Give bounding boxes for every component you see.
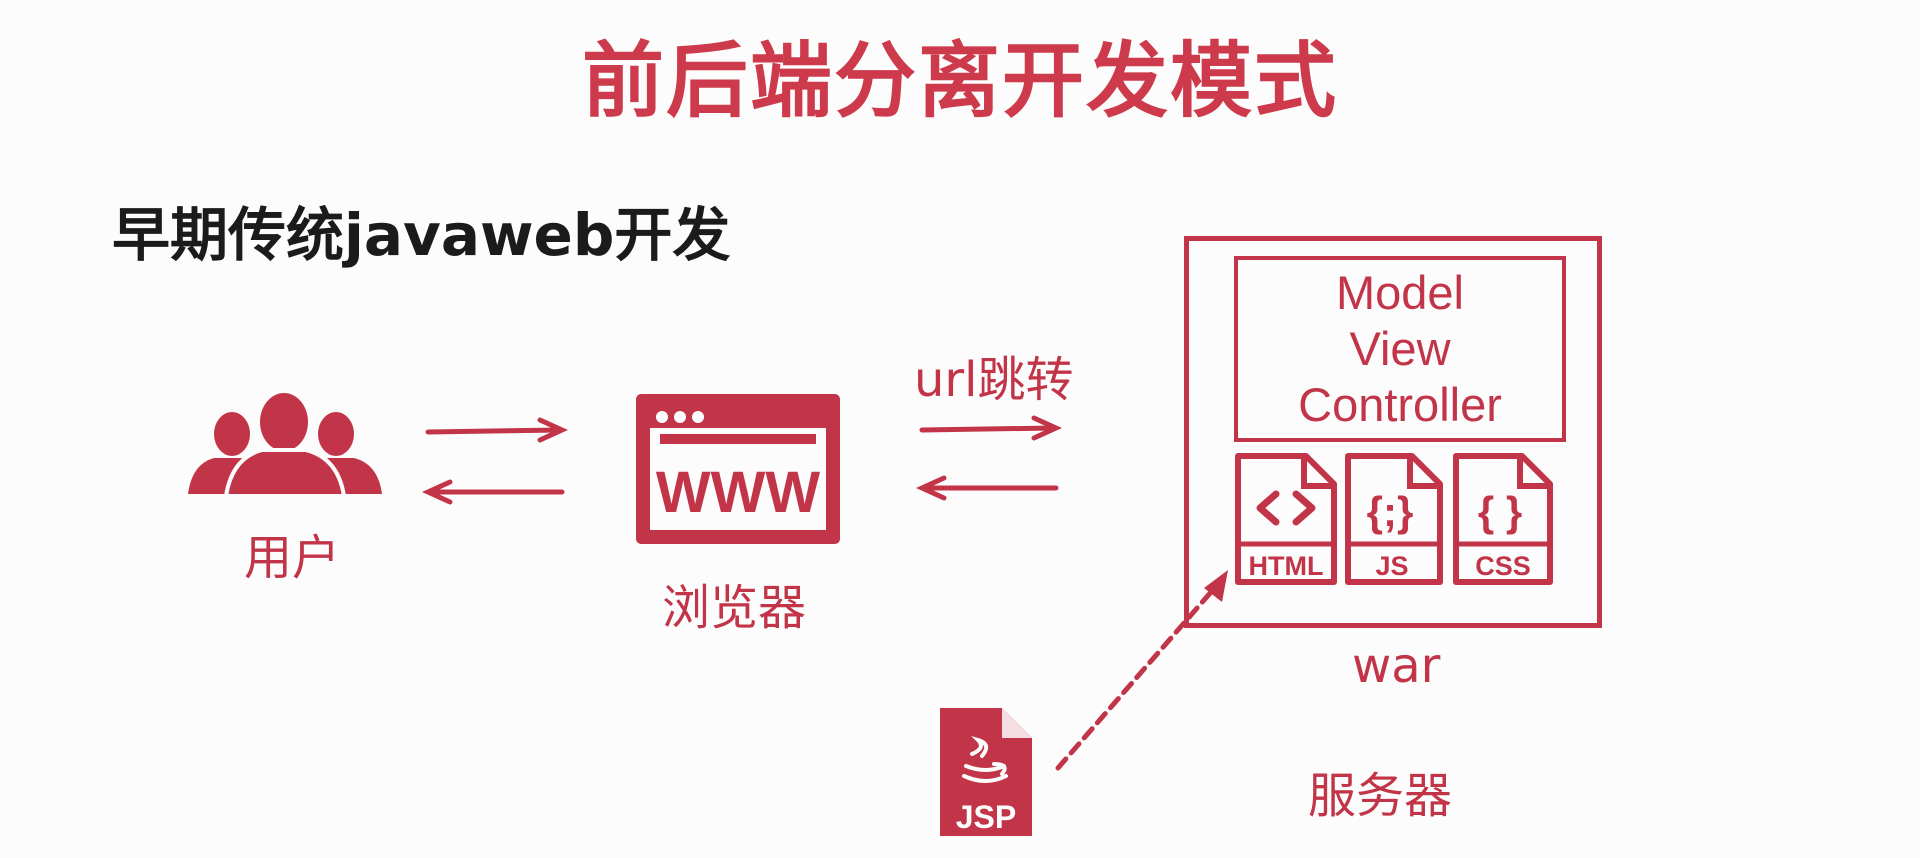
svg-text:{ }: { } [1478,488,1522,535]
url-redirect-label: url跳转 [914,352,1074,408]
war-label: war [1352,638,1441,694]
js-file-icon: {;} JS [1345,453,1443,585]
browser-icon-text: WWW [656,460,820,525]
jsp-file-label: JSP [956,799,1016,835]
server-label: 服务器 [1308,768,1453,824]
browser-www-icon: WWW [636,394,840,544]
user-browser-arrows [421,417,569,505]
controller-text: Controller [1298,378,1502,431]
html-file-label: HTML [1249,551,1324,581]
browser-label: 浏览器 [662,580,807,636]
model-text: Model [1335,266,1464,319]
html-file-icon: HTML [1235,453,1337,585]
svg-text:{;}: {;} [1367,488,1414,535]
view-text: View [1349,322,1451,375]
css-file-icon: { } CSS [1453,453,1553,585]
css-file-label: CSS [1475,551,1531,581]
jsp-file-icon: JSP [940,708,1032,836]
jsp-to-war-dashed-arrow [1055,570,1228,771]
war-package-box [1184,236,1602,628]
section-subtitle: 早期传统javaweb开发 [112,201,731,269]
page-title: 前后端分离开发模式 [581,34,1338,129]
user-label: 用户 [244,530,341,586]
browser-server-arrows [915,415,1062,501]
users-icon [188,393,382,496]
mvc-box: Model View Controller [1234,256,1566,442]
js-file-label: JS [1375,551,1408,581]
